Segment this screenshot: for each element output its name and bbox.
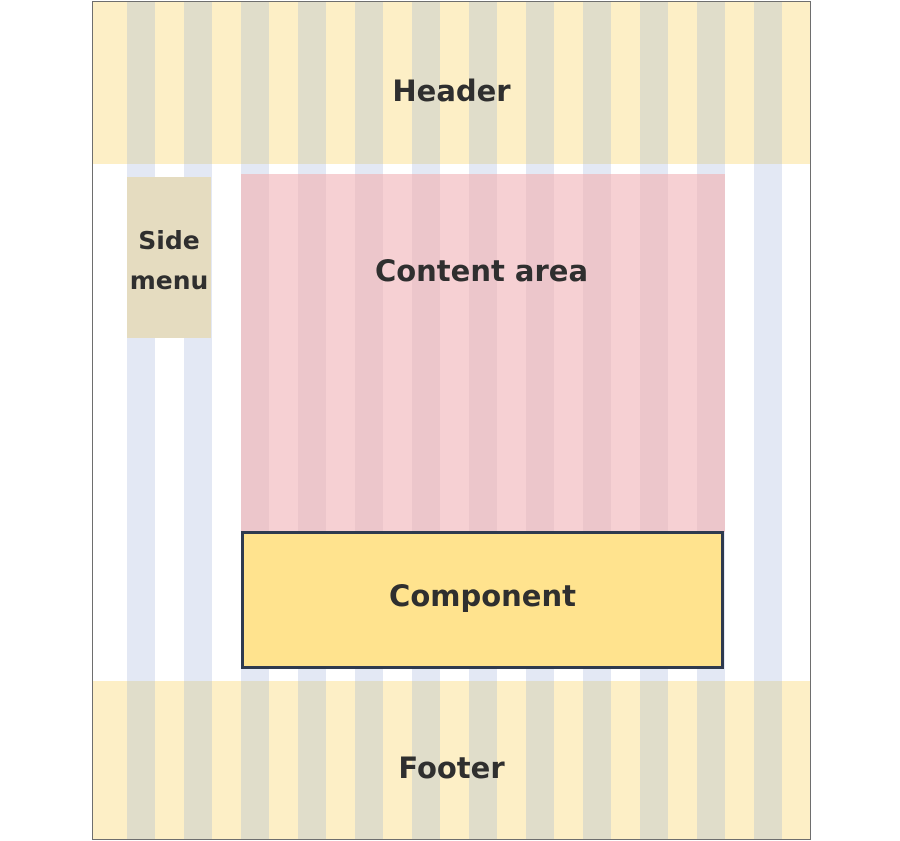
content-grid-columns xyxy=(241,174,725,532)
header-region: Header xyxy=(93,2,810,164)
side-menu-region: Side menu xyxy=(127,177,211,338)
grid-column xyxy=(355,174,383,532)
grid-column xyxy=(583,174,611,532)
component-label: Component xyxy=(389,579,576,613)
footer-label: Footer xyxy=(398,751,505,785)
header-label: Header xyxy=(392,74,511,108)
side-menu-label-line2: menu xyxy=(129,266,209,295)
page-wireframe: Header Side menu Content area Component … xyxy=(92,1,811,840)
footer-region: Footer xyxy=(93,681,810,839)
side-menu-label-line1: Side xyxy=(138,226,200,255)
grid-column xyxy=(640,174,668,532)
content-area-label: Content area xyxy=(374,254,589,288)
grid-column xyxy=(526,174,554,532)
grid-column xyxy=(298,174,326,532)
grid-column xyxy=(697,174,725,532)
grid-column xyxy=(412,174,440,532)
side-menu-label: Side menu xyxy=(127,221,211,301)
component-region: Component xyxy=(241,531,724,669)
content-area-region: Content area xyxy=(241,174,725,532)
grid-column xyxy=(469,174,497,532)
grid-column xyxy=(241,174,269,532)
